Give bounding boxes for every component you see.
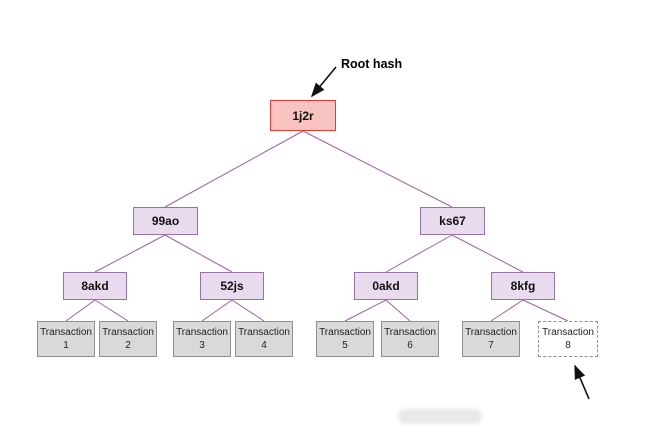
transaction-leaf: Transaction 3 <box>173 321 231 357</box>
internal-hash-node: 99ao <box>133 207 198 235</box>
transaction-leaf: Transaction 4 <box>235 321 293 357</box>
root-hash-node: 1j2r <box>270 100 336 131</box>
internal-hash-node: 8kfg <box>491 272 555 300</box>
internal-hash-node: ks67 <box>420 207 485 235</box>
watermark-smudge <box>398 409 482 424</box>
transaction-leaf: Transaction 6 <box>381 321 439 357</box>
transaction8-arrow <box>574 364 590 400</box>
transaction-leaf: Transaction 2 <box>99 321 157 357</box>
transaction-leaf: Transaction 1 <box>37 321 95 357</box>
root-hash-annotation: Root hash <box>341 57 403 71</box>
root-hash-arrow <box>310 66 337 98</box>
internal-hash-node: 52js <box>200 272 264 300</box>
transaction-leaf-highlighted: Transaction 8 <box>538 321 598 357</box>
internal-hash-node: 0akd <box>354 272 418 300</box>
transaction-leaf: Transaction 7 <box>462 321 520 357</box>
internal-hash-node: 8akd <box>63 272 127 300</box>
transaction-leaf: Transaction 5 <box>316 321 374 357</box>
